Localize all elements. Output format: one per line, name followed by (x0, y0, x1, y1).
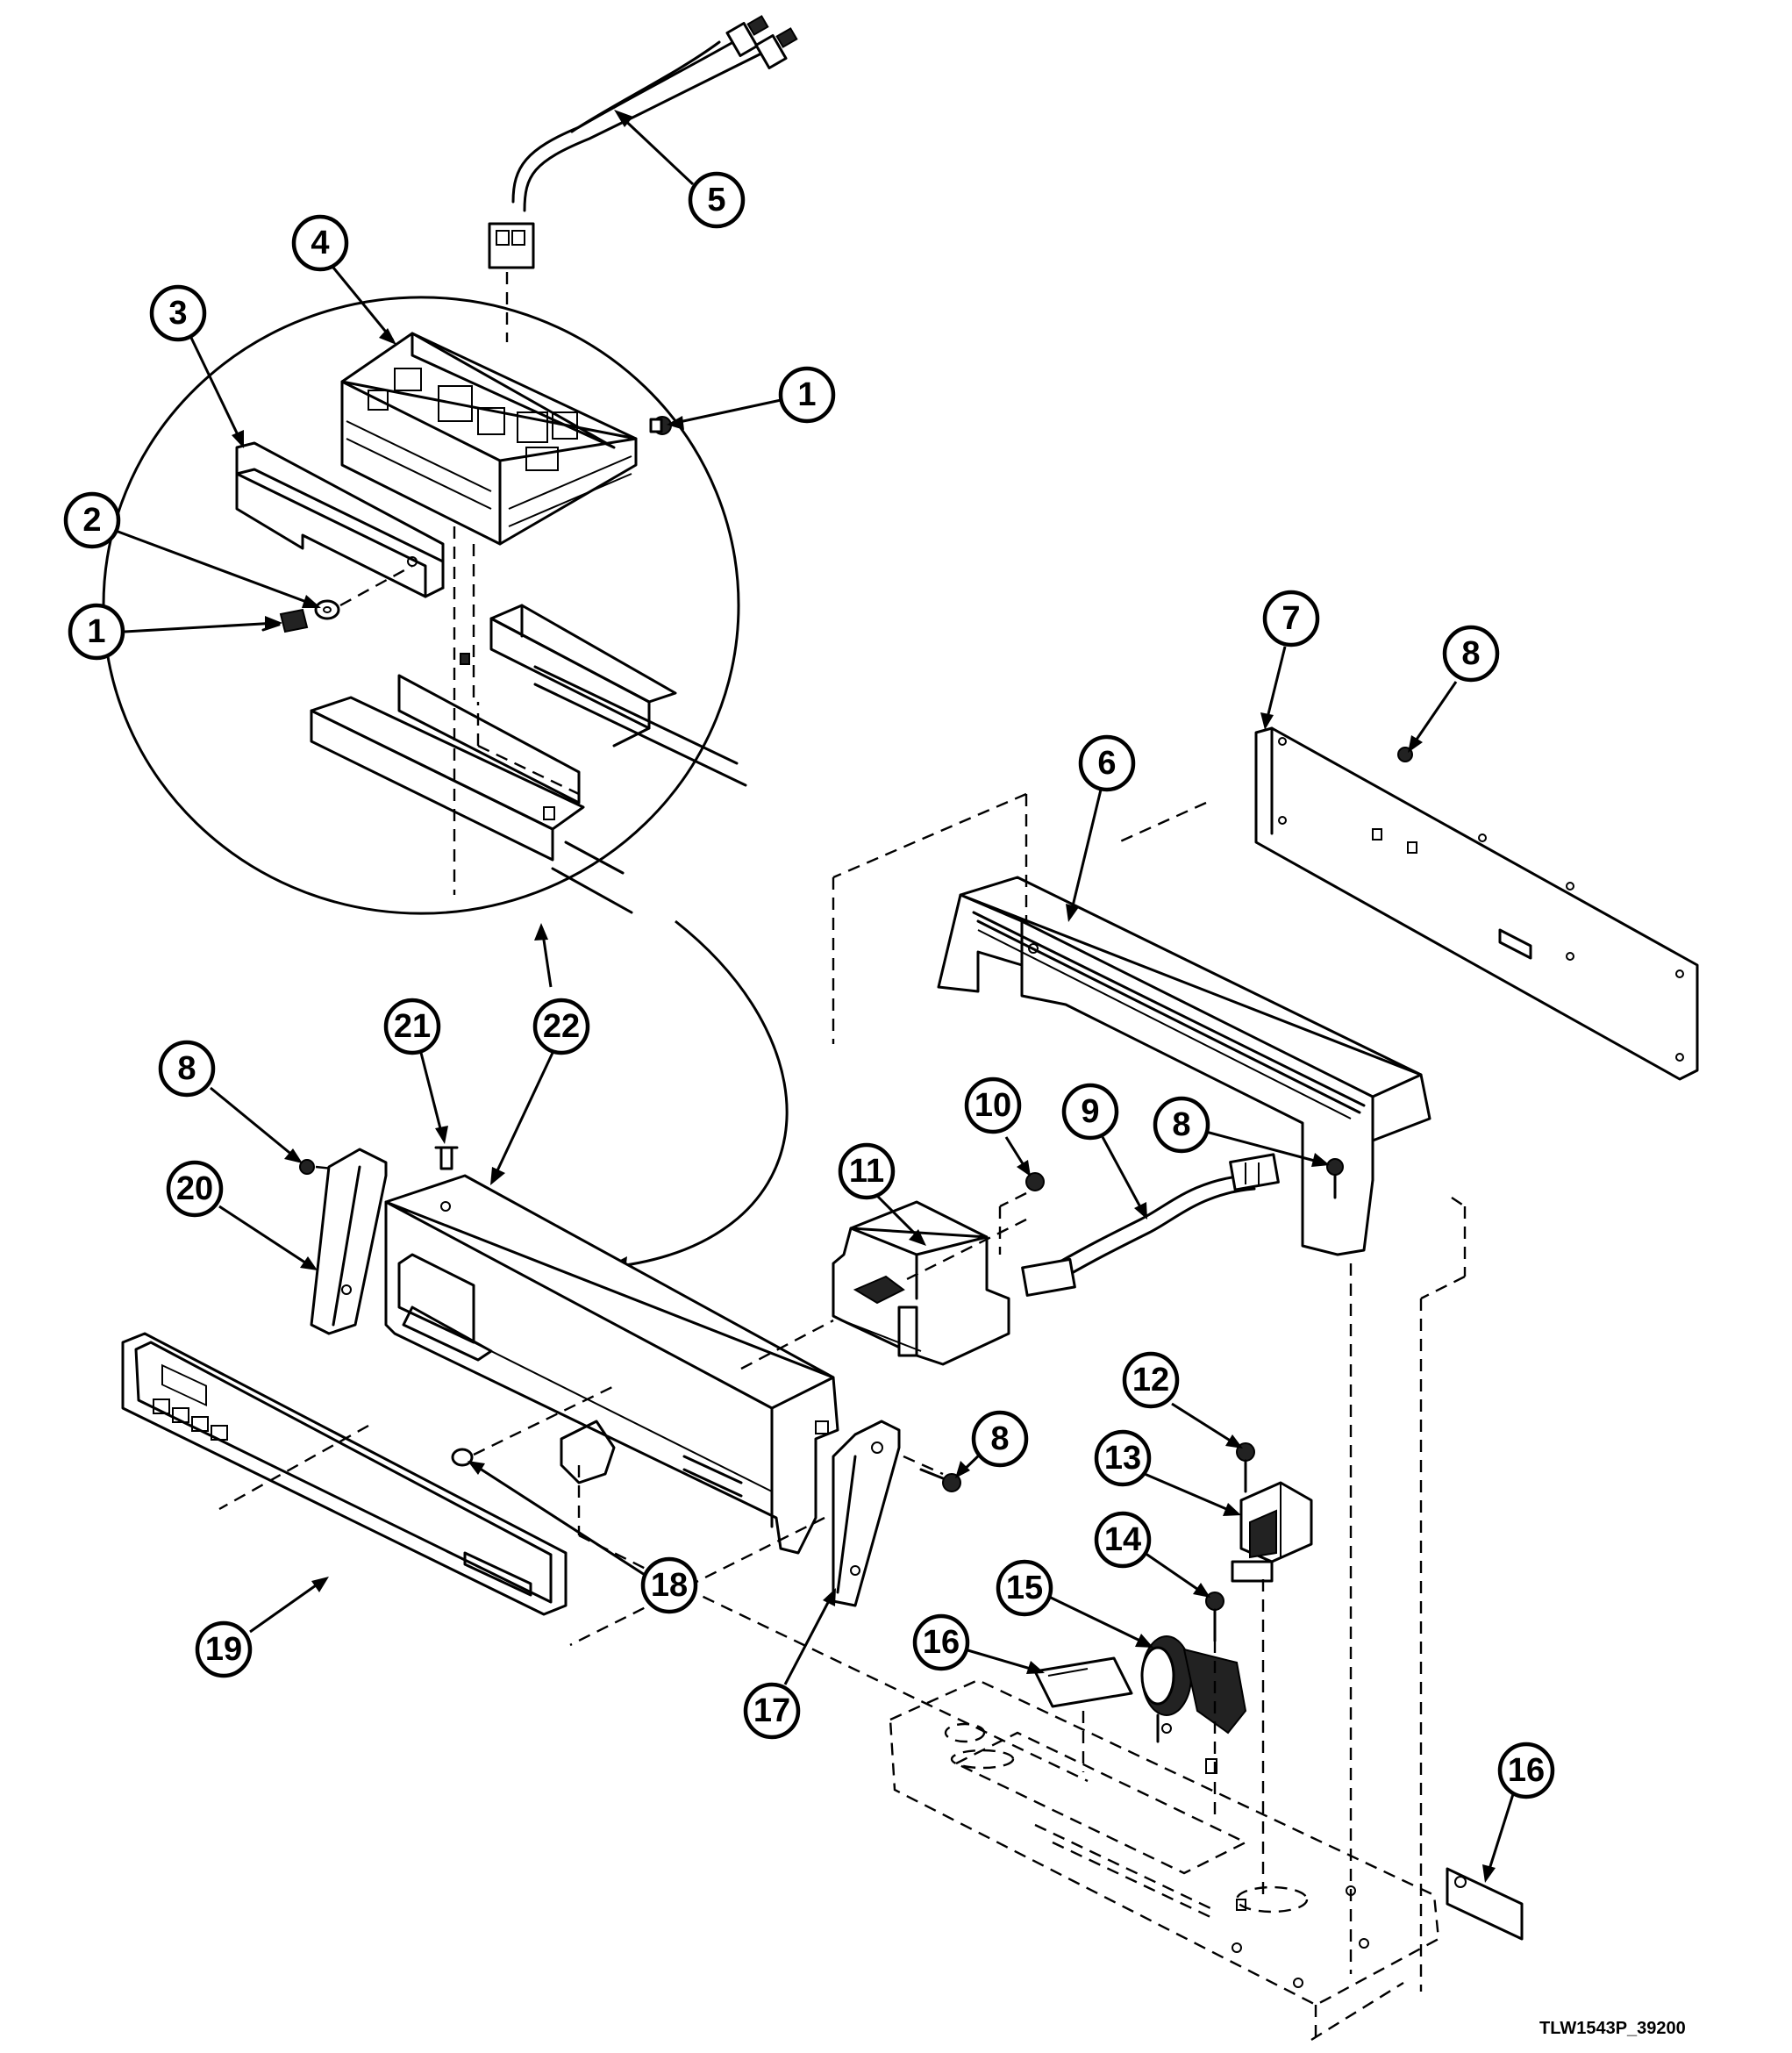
screw-12 (1236, 1442, 1255, 1493)
callout-label: 8 (990, 1420, 1009, 1457)
screw-1-upper (649, 416, 672, 435)
callout-2: 2 (63, 491, 121, 549)
callout-label: 8 (177, 1050, 196, 1087)
wire-harness-9 (1021, 1153, 1280, 1297)
callout-11: 11 (838, 1142, 896, 1200)
callout-12: 12 (1122, 1351, 1180, 1409)
callout-label: 14 (1104, 1521, 1141, 1558)
screw-8-left (299, 1159, 315, 1175)
callout-label: 20 (176, 1170, 213, 1207)
callout-8-right: 8 (971, 1410, 1029, 1468)
callout-label: 9 (1081, 1093, 1099, 1130)
module-11 (832, 1200, 1010, 1366)
callout-6: 6 (1078, 734, 1136, 792)
callout-label: 16 (923, 1624, 960, 1661)
callout-16-lower: 16 (1497, 1742, 1555, 1799)
callout-label: 8 (1172, 1106, 1190, 1143)
callout-8-plate: 8 (1442, 625, 1500, 683)
callout-label: 7 (1282, 600, 1300, 637)
callout-label: 13 (1104, 1440, 1141, 1477)
leader-lines (115, 110, 1515, 1883)
detail-tray (310, 604, 747, 914)
callout-20: 20 (166, 1160, 224, 1218)
label-16-lower (1446, 1867, 1524, 1941)
callout-label: 21 (394, 1008, 431, 1045)
pressure-switch-15 (1140, 1635, 1247, 1743)
bracket-3 (235, 441, 445, 598)
washer-2 (314, 599, 340, 620)
end-cap-20 (310, 1148, 388, 1335)
drawing-id: TLW1543P_39200 (1539, 2019, 1686, 2038)
callout-7: 7 (1262, 590, 1320, 647)
callout-4: 4 (291, 214, 349, 272)
callout-3: 3 (149, 284, 207, 342)
callout-label: 5 (707, 182, 725, 218)
callout-10: 10 (964, 1077, 1022, 1134)
end-cap-17 (832, 1420, 901, 1607)
label-16-upper (1033, 1656, 1133, 1708)
callout-9: 9 (1061, 1083, 1119, 1141)
callout-18: 18 (640, 1556, 698, 1614)
callout-17: 17 (743, 1682, 801, 1740)
back-plate-7 (1254, 726, 1699, 1081)
screw-21 (434, 1146, 459, 1170)
callout-14: 14 (1094, 1511, 1152, 1569)
callout-13: 13 (1094, 1429, 1152, 1487)
callout-label: 16 (1508, 1752, 1545, 1789)
callout-label: 15 (1006, 1570, 1043, 1606)
callout-15: 15 (996, 1559, 1053, 1617)
control-panel-22 (384, 1174, 839, 1555)
wire-harness-5 (488, 15, 798, 269)
detail-arrow-curve (604, 919, 789, 1270)
overlay-panel-19 (121, 1332, 568, 1616)
callout-5: 5 (688, 171, 746, 229)
callout-16-upper: 16 (912, 1613, 970, 1671)
callout-label: 3 (168, 295, 187, 332)
callout-label: 4 (311, 225, 329, 261)
callout-8-left: 8 (158, 1040, 216, 1098)
callout-label: 17 (753, 1692, 790, 1729)
callout-label: 8 (1461, 635, 1480, 672)
callout-1-upper: 1 (778, 366, 836, 424)
callout-label: 1 (797, 376, 816, 413)
callout-label: 18 (651, 1567, 688, 1604)
callout-1-lower: 1 (68, 603, 125, 661)
base-outline (889, 1579, 1440, 2044)
callout-label: 22 (543, 1008, 580, 1045)
control-board-4 (340, 332, 638, 546)
screw-8-harness (1326, 1158, 1344, 1199)
screw-14 (1205, 1592, 1224, 1642)
callout-label: 19 (205, 1631, 242, 1668)
callout-label: 1 (87, 613, 105, 650)
callout-8-harness: 8 (1153, 1096, 1210, 1154)
transformer-13 (1231, 1481, 1313, 1583)
callout-label: 10 (975, 1087, 1011, 1124)
callout-label: 12 (1132, 1362, 1169, 1398)
button-18 (451, 1448, 474, 1467)
console-housing-6 (937, 876, 1431, 1256)
nut-10 (1025, 1172, 1045, 1191)
screw-8-right (919, 1468, 961, 1492)
callout-22-lower: 22 (532, 998, 590, 1055)
callout-21: 21 (383, 998, 441, 1055)
callout-label: 6 (1097, 745, 1116, 782)
callout-19: 19 (195, 1620, 253, 1678)
callout-label: 11 (849, 1153, 884, 1190)
callout-label: 2 (82, 502, 101, 539)
